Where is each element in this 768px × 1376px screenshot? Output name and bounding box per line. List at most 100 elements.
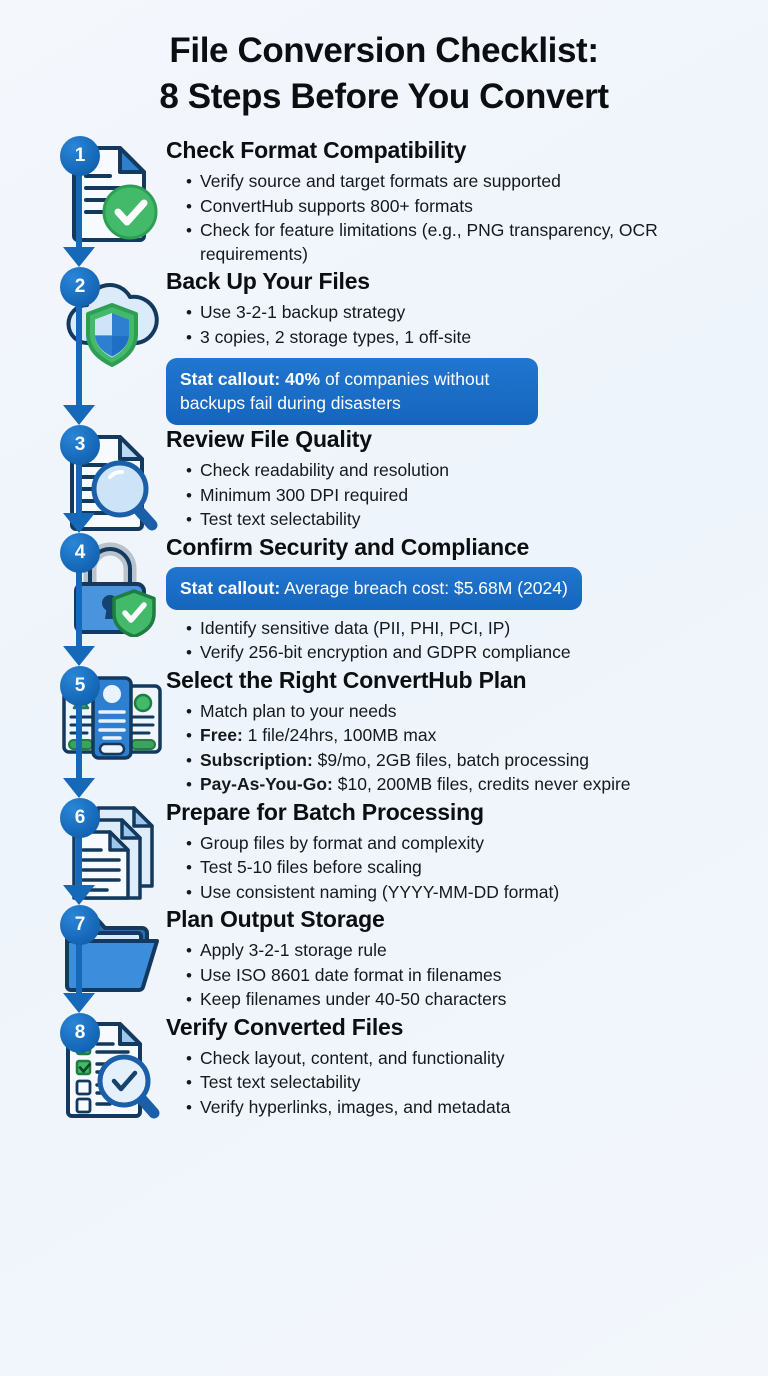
bullet-item: ConvertHub supports 800+ formats [186,195,752,219]
step-body: Plan Output StorageApply 3-2-1 storage r… [166,905,768,1013]
bullet-item: 3 copies, 2 storage types, 1 off-site [186,326,752,350]
bullet-item: Check readability and resolution [186,459,752,483]
step-title: Plan Output Storage [166,906,385,932]
bullet-label: Pay-As-You-Go: [200,774,333,794]
step-body: Verify Converted FilesCheck layout, cont… [166,1013,768,1121]
bullet-text: Test text selectability [200,509,361,529]
bullet-text: Check for feature limitations (e.g., PNG… [200,220,658,264]
step-body: Check Format CompatibilityVerify source … [166,136,768,267]
step-bullet-list: Apply 3-2-1 storage ruleUse ISO 8601 dat… [166,939,752,1012]
step-connector-arrow-icon [63,247,95,267]
step-body: Prepare for Batch ProcessingGroup files … [166,798,768,906]
step-item: 1 Check Format CompatibilityVerify sourc… [0,136,768,267]
stat-callout-value: 40% [285,369,321,389]
step-icon-cell [58,798,166,902]
bullet-text: Verify 256-bit encryption and GDPR compl… [200,642,571,662]
step-connector-arrow-icon [63,885,95,905]
step-connector-arrow-icon [63,405,95,425]
step-icon-cell [58,905,166,997]
bullet-item: Test 5-10 files before scaling [186,856,752,880]
step-bullet-list: Verify source and target formats are sup… [166,170,752,266]
step-bullet-list: Use 3-2-1 backup strategy 3 copies, 2 sto… [166,301,752,349]
bullet-text: ConvertHub supports 800+ formats [200,195,473,216]
bullet-text: Check layout, content, and functionality [200,1047,505,1068]
bullet-item: Keep filenames under 40-50 characters [186,988,752,1012]
bullet-item: Use ISO 8601 date format in filenames [186,964,752,988]
step-title: Check Format Compatibility [166,137,467,163]
step-item: 8 Verify Converted FilesCheck layout, co… [0,1012,768,1121]
step-rail: 5 [58,665,102,706]
step-connector-line [76,835,82,889]
step-rail: 2 [58,267,102,307]
bullet-item: Identify sensitive data (PII, PHI, PCI, … [186,617,752,641]
bullet-text: Apply 3-2-1 storage rule [200,940,387,960]
bullet-text: Match plan to your needs [200,700,397,721]
step-item: 5 Select the Right ConvertHub PlanMatch … [0,665,768,798]
bullet-text: Test 5-10 files before scaling [200,857,422,877]
step-rail: 8 [58,1012,102,1053]
step-bullet-list: Group files by format and complexityTest… [166,832,752,905]
step-item: 7 Plan Output StorageApply 3-2-1 storage… [0,905,768,1013]
step-rail: 3 [58,425,102,465]
step-bullet-list: Check readability and resolutionMinimum … [166,459,752,532]
step-rail: 6 [58,797,102,838]
bullet-text: $9/mo, 2GB files, batch processing [317,749,590,770]
step-number-badge: 5 [60,665,100,706]
step-item: 6 Prepare for Batch ProcessingGroup file… [0,797,768,906]
step-body: Review File QualityCheck readability and… [166,425,768,533]
bullet-text: $10, 200MB files, credits never expire [337,774,631,794]
step-title: Back Up Your Files [166,268,370,294]
bullet-text: Test text selectability [200,1072,361,1092]
step-item: 3 Review File QualityCheck readability a… [0,425,768,533]
bullet-text: Use ISO 8601 date format in filenames [200,964,502,985]
bullet-text: Identify sensitive data (PII, PHI, PCI, … [200,617,511,638]
step-rail: 7 [58,905,102,945]
step-connector-line [76,174,82,251]
step-rail: 1 [58,136,102,176]
bullet-label: Free: [200,725,243,745]
bullet-text: 3 copies, 2 storage types, 1 off-site [200,326,472,347]
step-body: Select the Right ConvertHub PlanMatch pl… [166,666,768,798]
step-number-badge: 4 [60,532,100,573]
step-number-badge: 6 [60,797,100,838]
bullet-text: Keep filenames under 40-50 characters [200,989,507,1009]
bullet-item: Use consistent naming (YYYY-MM-DD format… [186,881,752,905]
step-bullet-list: Identify sensitive data (PII, PHI, PCI, … [166,617,752,665]
bullet-text: Verify source and target formats are sup… [200,171,561,191]
step-title: Prepare for Batch Processing [166,798,484,825]
bullet-item: Subscription: $9/mo, 2GB files, batch pr… [186,749,752,773]
bullet-item: Match plan to your needs [186,700,752,724]
step-connector-arrow-icon [63,512,95,533]
bullet-item: Minimum 300 DPI required [186,484,752,508]
step-connector-line [76,570,82,650]
bullet-item: Test text selectability [186,1071,752,1095]
step-title: Select the Right ConvertHub Plan [166,666,527,693]
bullet-text: Use consistent naming (YYYY-MM-DD format… [200,881,560,902]
step-number-badge: 2 [60,267,100,307]
step-connector-arrow-icon [63,992,95,1013]
bullet-item: Verify source and target formats are sup… [186,170,752,194]
bullet-item: Verify 256-bit encryption and GDPR compl… [186,641,752,665]
title-line-2: 8 Steps Before You Convert [159,77,609,116]
step-number-badge: 1 [60,136,100,176]
bullet-item: Verify hyperlinks, images, and metadata [186,1096,752,1120]
step-title: Review File Quality [166,426,372,452]
step-connector-arrow-icon [63,645,95,666]
step-connector-arrow-icon [63,777,95,798]
bullet-text: 1 file/24hrs, 100MB max [247,725,437,745]
step-title: Confirm Security and Compliance [166,533,530,560]
step-connector-line [76,943,82,997]
title-line-1: File Conversion Checklist: [169,31,599,70]
step-title: Verify Converted Files [166,1013,404,1040]
step-connector-line [76,703,82,782]
bullet-text: Use 3-2-1 backup strategy [200,302,406,322]
bullet-text: Group files by format and complexity [200,832,485,853]
step-connector-line [76,463,82,517]
stat-callout-text: Average breach cost: $5.68M (2024) [284,577,568,598]
stat-callout-label: Stat callout: [180,577,281,598]
bullet-label: Subscription: [200,749,313,770]
stat-callout-label: Stat callout: [180,369,281,389]
step-rail: 4 [58,532,102,573]
